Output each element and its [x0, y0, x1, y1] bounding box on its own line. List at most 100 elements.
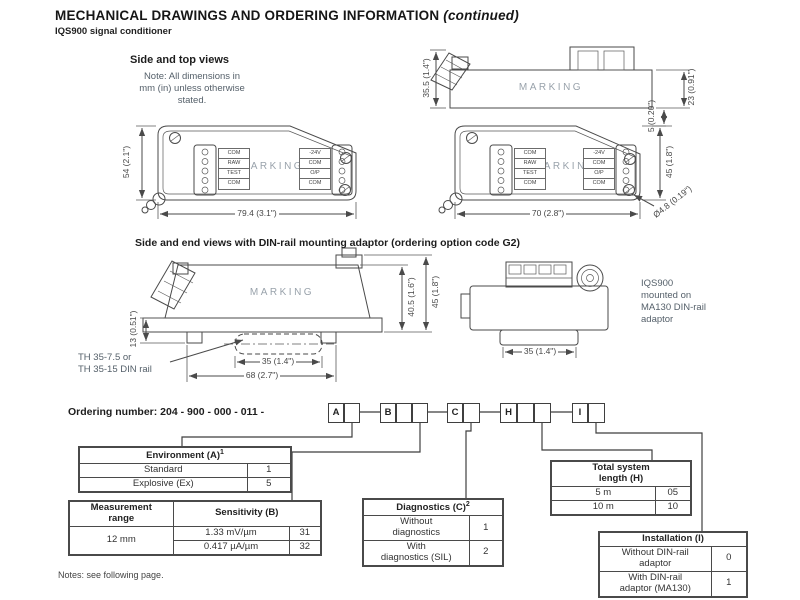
dim-label-35-5: 35.5 (1.4")	[421, 58, 431, 98]
terminal-label: COM	[583, 178, 615, 190]
measurement-range-header: Measurement range	[68, 500, 174, 527]
dim-label-rail-35: 35 (1.4")	[238, 356, 318, 366]
marking-label: MARKING	[249, 287, 315, 298]
dim-label-45-top: 45 (1.8")	[664, 145, 674, 179]
terminal-label: COM	[299, 178, 331, 190]
code-cell: 10	[654, 499, 692, 516]
section-heading-din-rail-views: Side and end views with DIN-rail mountin…	[135, 237, 521, 249]
code-cell: 1	[710, 570, 748, 598]
code-cell: 32	[288, 539, 322, 556]
ordering-empty-box	[517, 403, 534, 423]
top-side-view-drawing	[430, 46, 690, 127]
environment-table-header: Environment (A)1	[78, 446, 292, 465]
ordering-code-box-c: C	[447, 403, 463, 423]
table-row: With diagnostics (SIL)2	[362, 539, 504, 567]
marking-label: MARKING	[239, 161, 305, 172]
dim-text: 35 (1.4")	[259, 356, 297, 366]
dim-label-5: 5 (0.20")	[646, 99, 656, 133]
length-table-header: Total system length (H)	[550, 460, 692, 487]
table-cell: Without DIN-rail adaptor	[598, 545, 712, 572]
din-rail-end-view-drawing	[460, 261, 609, 358]
table-cell: Standard	[78, 463, 248, 478]
mounted-on-adaptor-label: IQS900 mounted on MA130 DIN-rail adaptor	[641, 278, 706, 325]
dim-text: 35 (1.4")	[521, 346, 559, 356]
sensitivity-header: Sensitivity (B)	[172, 500, 322, 527]
table-cell: 10 m	[550, 499, 656, 516]
ordering-empty-box	[588, 403, 605, 423]
table-row: 0.417 µA/µm 32	[69, 539, 322, 556]
dim-label-23: 23 (0.91")	[686, 68, 696, 106]
din-rail-side-view-drawing	[140, 247, 432, 382]
dim-label-45-din: 45 (1.8")	[430, 275, 440, 309]
ordering-connector-lines	[181, 411, 703, 531]
table-cell: 0.417 µA/µm	[172, 539, 290, 556]
top-view-drawing	[438, 125, 666, 219]
dim-text: 68 (2.7")	[243, 370, 281, 380]
table-cell: 1.33 mV/µm	[172, 525, 290, 541]
side-view-drawing	[136, 125, 357, 219]
table-cell: 12 mm	[68, 525, 174, 556]
ordering-code-box-i: I	[572, 403, 588, 423]
code-cell: 1	[246, 463, 292, 478]
ordering-code-box-b: B	[380, 403, 396, 423]
dim-label-13: 13 (0.51")	[128, 310, 138, 348]
installation-table-header: Installation (I)	[598, 531, 748, 547]
dim-label-40-5: 40.5 (1.6")	[406, 277, 416, 317]
dim-text: 79.4 (3.1")	[235, 208, 279, 218]
table-title: Diagnostics (C)	[396, 502, 466, 514]
dim-label-end-35: 35 (1.4")	[500, 346, 580, 356]
page-subtitle: IQS900 signal conditioner	[55, 26, 172, 37]
terminal-label: COM	[218, 178, 250, 190]
footer-note: Notes: see following page.	[58, 570, 164, 580]
dim-text: 70 (2.8")	[529, 208, 567, 218]
table-cell: Explosive (Ex)	[78, 476, 248, 493]
din-rail-type-label: TH 35-7.5 or TH 35-15 DIN rail	[78, 352, 152, 375]
dim-label-70: 70 (2.8")	[508, 208, 588, 218]
dim-label-54: 54 (2.1")	[121, 145, 131, 179]
page-title: MECHANICAL DRAWINGS AND ORDERING INFORMA…	[55, 8, 519, 23]
dimensions-note: Note: All dimensions in mm (in) unless o…	[139, 71, 245, 106]
code-cell: 0	[710, 545, 748, 572]
code-cell: 05	[654, 485, 692, 501]
dim-label-68: 68 (2.7")	[222, 370, 302, 380]
marking-label: MARKING	[532, 161, 598, 172]
ordering-empty-box	[396, 403, 412, 423]
table-cell: With diagnostics (SIL)	[362, 539, 470, 567]
terminal-label: RAW	[514, 158, 546, 170]
footnote-ref: 2	[465, 501, 470, 508]
table-title: Environment (A)	[146, 450, 220, 462]
table-row: With DIN-rail adaptor (MA130)1	[598, 570, 748, 598]
dim-label-79-4: 79.4 (3.1")	[217, 208, 297, 218]
table-cell: Without diagnostics	[362, 515, 470, 541]
footnote-ref: 1	[220, 449, 224, 456]
terminal-label: COM	[514, 178, 546, 190]
code-cell: 1	[468, 515, 504, 541]
table-row: Explosive (Ex)5	[78, 476, 292, 493]
code-cell: 2	[468, 539, 504, 567]
ordering-empty-box	[463, 403, 480, 423]
diagnostics-table-header: Diagnostics (C)2	[362, 498, 504, 517]
marking-label: MARKING	[518, 82, 584, 93]
table-row: 12 mm 1.33 mV/µm 31	[68, 525, 322, 556]
ordering-empty-box	[534, 403, 551, 423]
ordering-empty-box	[412, 403, 428, 423]
table-cell: 5 m	[550, 485, 656, 501]
ordering-number-label: Ordering number: 204 - 900 - 000 - 011 -	[68, 406, 265, 418]
installation-table: Installation (I) Without DIN-rail adapto…	[598, 531, 748, 598]
page-title-text: MECHANICAL DRAWINGS AND ORDERING INFORMA…	[55, 8, 440, 23]
ordering-empty-box	[344, 403, 360, 423]
ordering-code-box-h: H	[500, 403, 517, 423]
section-heading-side-top-views: Side and top views	[130, 54, 230, 66]
table-cell: With DIN-rail adaptor (MA130)	[598, 570, 712, 598]
ordering-code-box-a: A	[328, 403, 344, 423]
